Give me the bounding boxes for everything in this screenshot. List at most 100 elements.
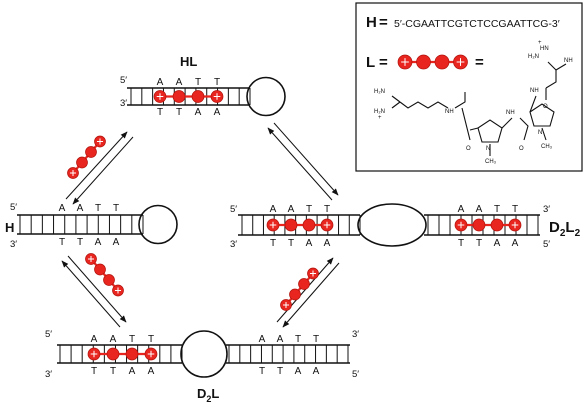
free-ligand-top-left — [67, 135, 106, 179]
base-letter-top: A — [157, 77, 164, 88]
svg-text:O: O — [519, 146, 524, 152]
svg-text:5′: 5′ — [120, 75, 127, 86]
svg-text:5′: 5′ — [10, 202, 17, 213]
ligand-bead — [298, 278, 310, 290]
arrow-hl-d2l2 — [267, 122, 339, 201]
free-ligand-bottom-left — [85, 253, 124, 297]
base-letter-top: T — [306, 204, 312, 215]
base-letter-bottom: T — [176, 107, 182, 118]
base-letter-top: A — [176, 77, 183, 88]
base-letter-top: T — [313, 334, 319, 345]
base-letter-bottom: T — [110, 366, 116, 377]
base-letter-bottom: T — [270, 238, 276, 249]
base-letter-bottom: A — [113, 237, 120, 248]
ligand-structure: H₂N H₂N + NH O N CH₃ NH O N CH₃ NH — [374, 40, 573, 165]
ligand-bead — [85, 146, 97, 158]
ligand-bead — [490, 218, 504, 232]
svg-text:5′: 5′ — [543, 239, 550, 250]
d2l-ligand — [87, 347, 158, 361]
svg-text:N: N — [538, 130, 542, 136]
base-letter-top: T — [148, 334, 154, 345]
legend-box: H = 5′-CGAATTCGTCTCCGAATTCG-3′ L = = H₂N… — [355, 2, 583, 172]
base-letter-top: A — [277, 334, 284, 345]
svg-text:3′: 3′ — [10, 239, 17, 250]
ligand-bead — [106, 347, 120, 361]
base-letter-top: T — [95, 203, 101, 214]
ligand-bead — [103, 274, 115, 286]
ligand-bead — [284, 218, 298, 232]
base-letter-bottom: A — [313, 366, 320, 377]
base-letter-bottom: A — [95, 237, 102, 248]
d2l2-ligand-left — [266, 218, 334, 232]
base-letter-top: T — [129, 334, 135, 345]
svg-text:3′: 3′ — [352, 329, 359, 340]
svg-text:3′: 3′ — [45, 369, 52, 380]
svg-text:H₂N: H₂N — [374, 89, 385, 95]
ligand-bead — [416, 54, 431, 70]
svg-text:NH: NH — [445, 109, 454, 115]
base-letter-bottom: T — [288, 238, 294, 249]
base-letter-bottom: A — [494, 238, 501, 249]
base-letter-bottom: T — [476, 238, 482, 249]
base-letter-top: A — [77, 203, 84, 214]
ligand-bead — [94, 263, 106, 276]
ligand-bead — [125, 347, 139, 361]
svg-text:3′: 3′ — [543, 204, 550, 215]
legend-l-equals: = — [379, 54, 388, 71]
svg-text:HN: HN — [540, 46, 549, 52]
base-letter-top: T — [195, 77, 201, 88]
svg-text:+: + — [378, 115, 382, 121]
base-letter-top: A — [270, 204, 277, 215]
arrow-d2l-d2l2 — [276, 257, 340, 328]
base-letter-top: A — [288, 204, 295, 215]
svg-text:H₂N: H₂N — [374, 109, 385, 115]
base-letter-top: A — [476, 204, 483, 215]
hl-ligand — [153, 90, 224, 103]
base-letter-bottom: A — [512, 238, 519, 249]
ligand-bead — [191, 90, 205, 103]
base-letter-top: T — [494, 204, 500, 215]
base-letter-top: A — [458, 204, 465, 215]
base-letter-bottom: A — [295, 366, 302, 377]
base-letter-top: A — [110, 334, 117, 345]
svg-text:N: N — [486, 146, 490, 152]
base-letter-top: A — [91, 334, 98, 345]
base-letter-bottom: T — [277, 366, 283, 377]
svg-text:NH: NH — [530, 88, 539, 94]
base-letter-top: T — [113, 203, 119, 214]
label-d2l2: D2L2 — [549, 219, 581, 239]
base-letter-top: T — [295, 334, 301, 345]
svg-text:5′: 5′ — [45, 329, 52, 340]
legend-h-equals: = — [379, 14, 388, 31]
label-h: H — [5, 220, 14, 235]
base-letter-bottom: A — [306, 238, 313, 249]
base-letter-top: A — [259, 334, 266, 345]
base-letter-bottom: T — [157, 107, 163, 118]
base-letter-bottom: A — [324, 238, 331, 249]
base-letter-bottom: A — [214, 107, 221, 118]
svg-text:3′: 3′ — [120, 98, 127, 109]
base-letter-bottom: T — [458, 238, 464, 249]
svg-text:H₂N: H₂N — [528, 54, 539, 60]
d2l2-ligand-right — [454, 218, 522, 232]
svg-text:+: + — [538, 40, 542, 46]
h-rungs — [19, 215, 144, 234]
ligand-bead — [434, 54, 450, 70]
base-letter-bottom: A — [148, 366, 155, 377]
legend-l-symbol: L — [366, 54, 375, 71]
svg-text:3′: 3′ — [230, 239, 237, 250]
ligand-bead — [76, 156, 88, 169]
ligand-bead — [289, 288, 301, 301]
svg-text:NH: NH — [506, 110, 515, 116]
base-letter-bottom: T — [59, 237, 65, 248]
legend-h-symbol: H — [366, 14, 377, 31]
svg-text:5′: 5′ — [230, 204, 237, 215]
base-letter-top: A — [59, 203, 66, 214]
svg-text:O: O — [466, 146, 471, 152]
arrow-h-d2l — [61, 255, 127, 328]
ligand-bead — [302, 218, 316, 232]
